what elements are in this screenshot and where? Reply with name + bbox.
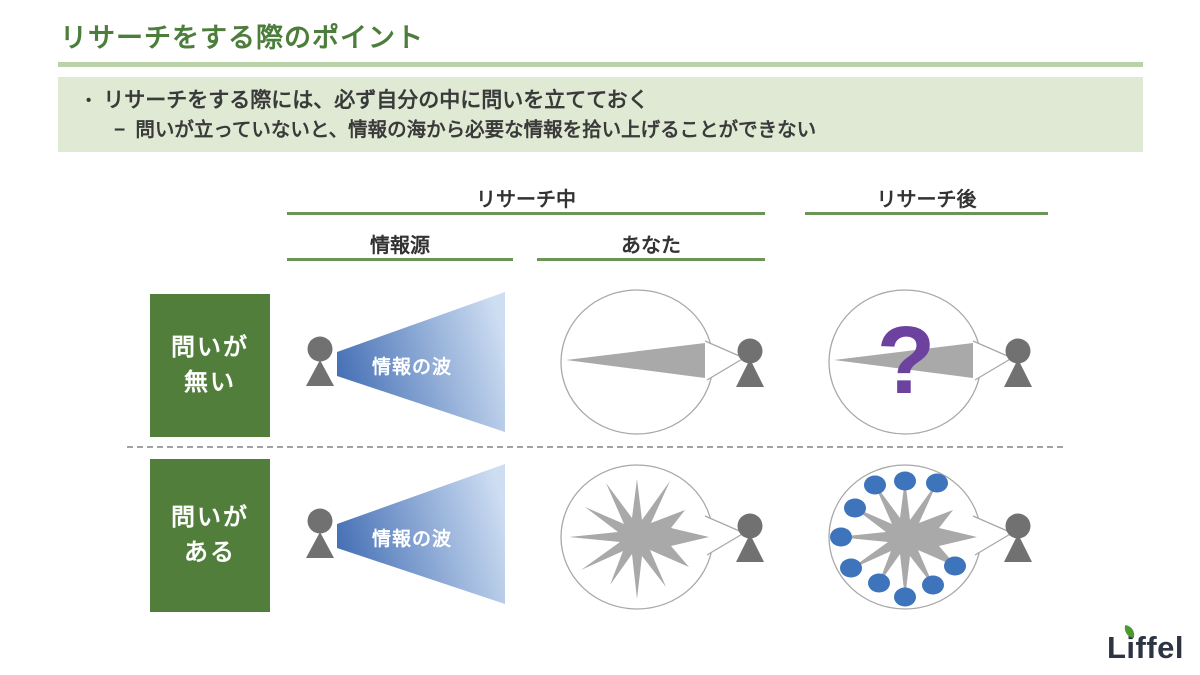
info-wave-wedge [337, 464, 505, 604]
person-head [307, 508, 333, 534]
info-dot [844, 498, 866, 518]
person-body [1004, 359, 1032, 387]
person-body [1004, 534, 1032, 562]
person-head [737, 513, 763, 539]
page-title: リサーチをする際のポイント [60, 23, 424, 53]
bubble-tail [972, 340, 1014, 381]
info-dot [926, 473, 948, 493]
bullet-text: リサーチをする際には、必ず自分の中に問いを立てておく [103, 89, 649, 112]
person-icon [306, 336, 334, 386]
bubble-tail [972, 515, 1014, 556]
info-dot [868, 573, 890, 593]
header-info-source-rule [287, 258, 513, 261]
summary-banner: • リサーチをする際には、必ず自分の中に問いを立てておく −問いが立っていないと、… [58, 77, 1143, 152]
summary-bullet: • リサーチをする際には、必ず自分の中に問いを立てておく [86, 86, 1129, 116]
row2-label-line2: ある [184, 538, 236, 566]
thought-bubble-starburst-dots [828, 464, 1032, 610]
sub-bullet-text: 問いが立っていないと、情報の海から必要な情報を拾い上げることができない [135, 119, 817, 141]
row-label-no-question: 問いが 無い [150, 294, 270, 437]
row2-label-line1: 問いが [171, 503, 249, 531]
row-divider-dashed [127, 446, 1063, 448]
wave-label: 情報の波 [371, 357, 452, 378]
question-mark: ? [877, 307, 936, 414]
person-body [306, 360, 334, 386]
logo-suffix: ffel [1135, 630, 1184, 665]
info-dot [864, 475, 886, 495]
header-during-research: リサーチ中 [476, 189, 576, 211]
person-head [307, 336, 333, 362]
header-after-rule [805, 212, 1048, 215]
wave-label: 情報の波 [371, 529, 452, 550]
person-body [306, 532, 334, 558]
logo-i: i [1126, 630, 1136, 665]
info-dot [944, 556, 966, 576]
info-dot [840, 558, 862, 578]
wave-shape [337, 464, 505, 604]
bubble-tail [704, 515, 746, 556]
row-label-has-question: 問いが ある [150, 459, 270, 612]
header-info-source: 情報源 [370, 235, 430, 257]
person-icon [306, 508, 334, 558]
info-dot [922, 575, 944, 595]
logo-prefix: L [1106, 630, 1127, 665]
starburst-shape [837, 479, 977, 599]
info-dot [894, 471, 916, 491]
row1-label-line2: 無い [184, 368, 236, 396]
wave-shape [337, 292, 505, 432]
row1-label-line1: 問いが [171, 333, 249, 361]
header-during-rule [287, 212, 765, 215]
thought-bubble-starburst [560, 464, 764, 610]
thought-bubble-question: ? [828, 289, 1032, 435]
bubble-tail [704, 340, 746, 381]
person-head [737, 338, 763, 364]
info-wave-wedge [337, 292, 505, 432]
thin-sliver-shape [834, 343, 973, 378]
header-you: あなた [621, 235, 681, 257]
title-underline [58, 62, 1143, 67]
person-body [736, 534, 764, 562]
header-you-rule [537, 258, 765, 261]
info-dot [894, 587, 916, 607]
thought-bubble-thin-sliver [560, 289, 764, 435]
sub-bullet-marker: − [114, 119, 126, 141]
person-head [1005, 513, 1031, 539]
person-body [736, 359, 764, 387]
info-dot [830, 527, 852, 547]
person-head [1005, 338, 1031, 364]
starburst-shape [569, 479, 709, 599]
thin-sliver-shape [566, 343, 705, 378]
header-after-research: リサーチ後 [876, 189, 977, 211]
bullet-marker: • [86, 92, 92, 109]
summary-sub-bullet: −問いが立っていないと、情報の海から必要な情報を拾い上げることができない [86, 116, 1129, 145]
